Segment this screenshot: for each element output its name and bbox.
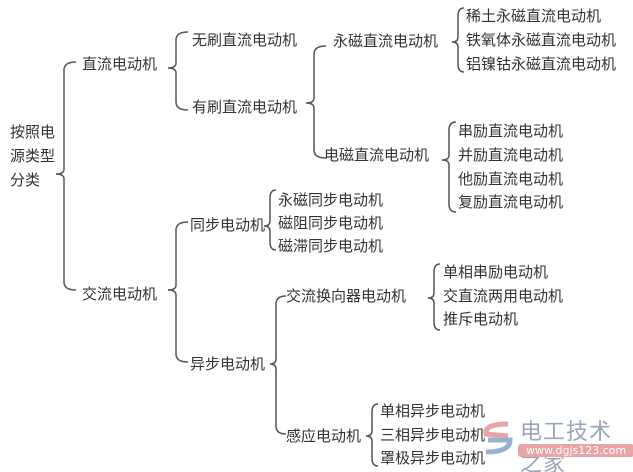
brace-connector: [269, 295, 287, 435]
node-sync: 同步电动机: [190, 216, 266, 234]
node-async: 异步电动机: [190, 355, 266, 373]
root-line: 源类型: [10, 147, 56, 165]
watermark-url: www.dgjs123.com: [518, 444, 633, 457]
node-brushed-dc: 有刷直流电动机: [192, 98, 298, 116]
node-pm-dc: 永磁直流电动机: [333, 32, 439, 50]
leaf-node: 单相异步电动机: [380, 402, 486, 420]
brace-connector: [365, 403, 379, 467]
watermark-name: 电工技术之家: [520, 420, 613, 472]
node-commutator: 交流换向器电动机: [286, 287, 407, 305]
brace-connector: [451, 7, 465, 73]
leaf-node: 铁氧体永磁直流电动机: [466, 31, 617, 49]
node-em-dc: 电磁直流电动机: [324, 146, 430, 164]
leaf-node: 他励直流电动机: [458, 170, 564, 188]
node-ac: 交流电动机: [82, 285, 158, 303]
brace-connector: [167, 221, 189, 363]
brace-connector: [441, 121, 457, 213]
root-line: 分类: [10, 171, 41, 189]
leaf-node: 三相异步电动机: [380, 426, 486, 444]
node-induction: 感应电动机: [286, 427, 362, 445]
leaf-node: 磁阻同步电动机: [278, 214, 384, 232]
leaf-node: 复励直流电动机: [458, 193, 564, 211]
brace-connector: [167, 31, 189, 111]
leaf-node: 交直流两用电动机: [443, 287, 564, 305]
watermark-logo-icon: [483, 421, 513, 455]
brace-connector: [263, 189, 277, 251]
leaf-node: 并励直流电动机: [458, 146, 564, 164]
brace-connector: [427, 263, 441, 331]
leaf-node: 推斥电动机: [443, 310, 519, 328]
leaf-node: 串励直流电动机: [458, 122, 564, 140]
brace-connector: [305, 45, 327, 159]
leaf-node: 单相串励电动机: [443, 263, 549, 281]
leaf-node: 永磁同步电动机: [278, 191, 384, 209]
brace-connector: [55, 61, 77, 291]
node-brushless-dc: 无刷直流电动机: [192, 31, 298, 49]
leaf-node: 稀土永磁直流电动机: [466, 7, 602, 25]
leaf-node: 罩极异步电动机: [380, 449, 486, 467]
watermark: 电工技术之家 www.dgjs123.com: [478, 412, 633, 472]
leaf-node: 磁滞同步电动机: [278, 237, 384, 255]
node-dc: 直流电动机: [82, 55, 158, 73]
leaf-node: 铝镍钴永磁直流电动机: [466, 55, 617, 73]
root-node: 按照电 源类型 分类: [10, 120, 55, 192]
root-line: 按照电: [10, 123, 56, 141]
